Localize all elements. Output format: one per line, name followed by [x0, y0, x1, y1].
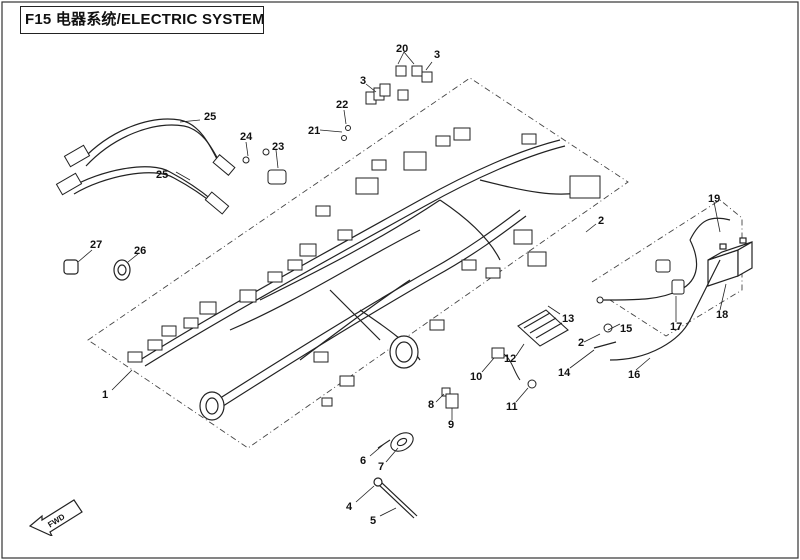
battery [707, 237, 753, 287]
oxygen-sensor-cables [69, 118, 225, 207]
horn-assembly [377, 432, 414, 452]
callout-23: 23 [272, 141, 284, 153]
callout-26: 26 [134, 245, 146, 257]
callout-16: 16 [628, 369, 640, 381]
clamp-parts [63, 259, 131, 281]
battery-small-parts [596, 259, 685, 333]
callout-14: 14 [558, 367, 571, 379]
callout-1: 1 [102, 389, 108, 401]
harness-assembly-outline [87, 77, 629, 449]
ground-strap [373, 477, 418, 519]
callout-17: 17 [670, 321, 682, 333]
callout-15: 15 [620, 323, 632, 335]
callout-6: 6 [360, 455, 366, 467]
battery-assembly-outline [591, 199, 743, 337]
callout-3a: 3 [360, 75, 366, 87]
diagram-title: F15 电器系统/ELECTRIC SYSTEM [20, 6, 264, 34]
callout-19: 19 [708, 193, 720, 205]
callout-24: 24 [240, 131, 253, 143]
callout-13: 13 [562, 313, 574, 325]
fwd-arrow-icon: FWD [28, 499, 83, 536]
callout-27: 27 [90, 239, 102, 251]
leader-lines [77, 51, 727, 517]
callout-2b: 2 [578, 337, 584, 349]
voltage-regulator [517, 309, 569, 347]
callout-5: 5 [370, 515, 376, 527]
relay-group [365, 65, 433, 105]
callout-labels: 1 2 2 3 3 4 5 6 7 8 9 10 11 12 13 14 15 … [90, 43, 728, 527]
callout-8: 8 [428, 399, 434, 411]
callout-22: 22 [336, 99, 348, 111]
callout-4: 4 [346, 501, 353, 513]
callout-21: 21 [308, 125, 320, 137]
callout-9: 9 [448, 419, 454, 431]
callout-11: 11 [506, 401, 518, 413]
callout-12: 12 [504, 353, 516, 365]
callout-2a: 2 [598, 215, 604, 227]
sensor-tips [55, 144, 236, 215]
callout-20: 20 [396, 43, 408, 55]
callout-25a: 25 [204, 111, 216, 123]
callout-10: 10 [470, 371, 482, 383]
battery-cables [593, 217, 731, 361]
small-brackets [242, 125, 351, 185]
harness-connectors [127, 127, 601, 407]
harness-round-parts [199, 335, 419, 421]
callout-25b: 25 [156, 169, 168, 181]
callout-18: 18 [716, 309, 728, 321]
callout-7: 7 [378, 461, 384, 473]
callout-3b: 3 [434, 49, 440, 61]
small-components [441, 347, 537, 409]
